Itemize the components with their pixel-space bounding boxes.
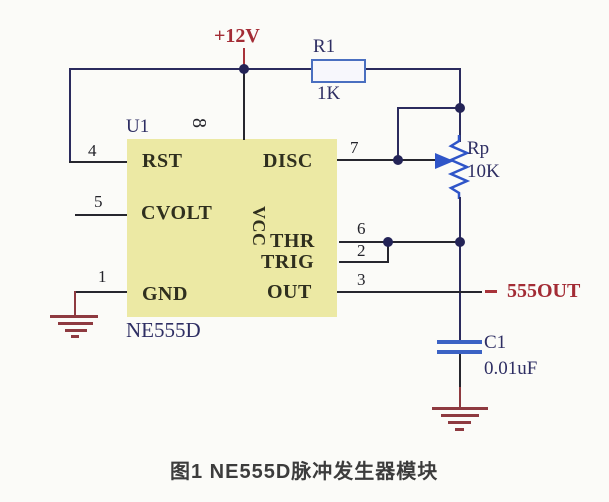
pin-thr-name-label: THR [270,230,315,252]
pin2-number-label: 2 [357,241,366,260]
pin5-wire [75,214,127,216]
output-net-tick [485,290,497,293]
figure-caption: 图1 NE555D脉冲发生器模块 [170,461,439,483]
pin-vcc-name-label: VCC [249,206,269,247]
rp-designator-label: Rp [467,138,490,159]
junction-dot [239,64,249,74]
ground-icon [448,421,471,424]
rp-value-label: 10K [467,161,500,182]
left-feedback-wire [69,68,71,163]
ic-body-ne555d [127,139,337,317]
output-net-label: 555OUT [507,280,581,302]
ground-icon [50,315,98,318]
pin1-wire [75,291,127,293]
top-rail-wire-right [362,68,460,70]
c1-value-label: 0.01uF [484,358,538,379]
pin2-vertical-wire [387,242,389,262]
ground-icon [58,322,93,325]
rp-zigzag [447,135,471,199]
ic-part-number-label: NE555D [126,318,201,342]
pin5-number-label: 5 [94,192,103,211]
pin-disc-name-label: DISC [263,150,313,172]
pin4-number-label: 4 [88,141,97,160]
ground-icon [65,329,87,332]
pin1-number-label: 1 [98,267,107,286]
junction-dot [383,237,393,247]
disc-branch-horizontal-wire [397,107,460,109]
pin8-vcc-wire [243,69,245,140]
supply-stub-wire [243,48,245,69]
pin2-wire [339,261,389,263]
pin-trig-name-label: TRIG [261,251,315,273]
pin3-number-label: 3 [357,270,366,289]
pin7-wire [337,159,438,161]
ground-icon [455,428,464,431]
top-rail-wire-left [69,68,312,70]
resistor-r1-body [311,59,366,83]
ground-icon [432,407,488,410]
supply-net-label: +12V [214,25,260,47]
rp-bottom-wire [459,197,461,242]
ground-icon [441,414,479,417]
ic-designator-label: U1 [126,116,150,137]
pin7-number-label: 7 [350,138,359,157]
pin3-out-wire [337,291,482,293]
c1-to-ground-wire [459,354,461,387]
pin-out-name-label: OUT [267,281,312,303]
r1-value-label: 1K [317,83,341,104]
ground-stub-wire-left [74,291,76,316]
pin8-number-label: 8 [188,118,210,128]
pin6-number-label: 6 [357,219,366,238]
c1-top-plate [437,340,482,344]
junction-dot [455,237,465,247]
rp-wiper-arrow-icon [435,153,454,169]
pin4-wire [69,161,127,163]
ground-icon [71,335,79,338]
pin-rst-name-label: RST [142,150,183,172]
r1-designator-label: R1 [313,36,336,57]
ground-stub-wire-right [459,387,461,408]
pin6-wire [339,241,460,243]
c1-designator-label: C1 [484,332,507,353]
potentiometer-rp-symbol [435,135,471,199]
pin-gnd-name-label: GND [142,283,188,305]
c1-bottom-plate [437,350,482,354]
pin-cvolt-name-label: CVOLT [141,202,213,224]
junction-dot [455,103,465,113]
disc-branch-vertical-wire [397,107,399,161]
junction-dot [393,155,403,165]
